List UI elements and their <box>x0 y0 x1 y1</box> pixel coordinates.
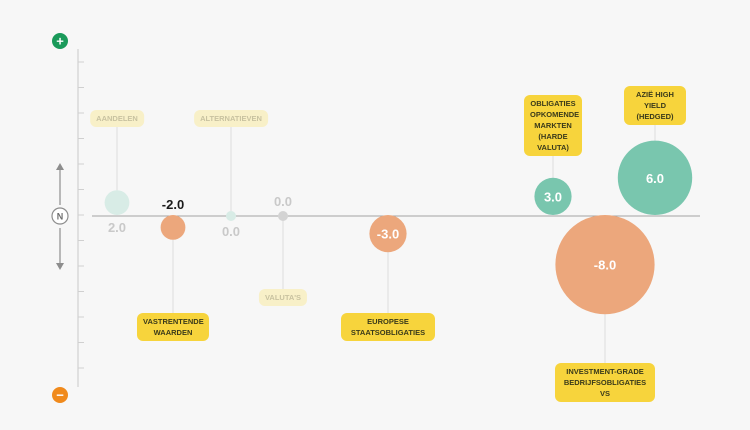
bubble-4 <box>369 215 407 253</box>
category-label-2: ALTERNATIEVEN <box>194 110 268 127</box>
category-label-5: OBLIGATIES OPKOMENDE MARKTEN (HARDE VALU… <box>524 95 582 156</box>
bubble-7 <box>617 140 693 215</box>
bubble-2 <box>226 211 236 221</box>
bubble-3 <box>278 211 288 221</box>
category-label-0: AANDELEN <box>90 110 144 127</box>
minus-label: − <box>56 388 64 403</box>
plus-icon <box>52 33 68 49</box>
data-label-7: 6.0 <box>646 171 664 186</box>
bubble-1 <box>160 215 186 240</box>
bubble-6 <box>555 215 655 315</box>
minus-icon <box>52 387 68 403</box>
bubble-0 <box>104 190 130 216</box>
neutral-label: N <box>57 212 64 222</box>
plus-label: + <box>56 34 64 49</box>
neutral-icon <box>51 207 69 225</box>
category-label-6: INVESTMENT-GRADE BEDRIJFSOBLIGATIES VS <box>555 363 655 402</box>
up-arrow-head-icon <box>56 163 64 170</box>
data-label-0: 2.0 <box>108 220 126 235</box>
category-label-3: VALUTA'S <box>258 289 308 306</box>
bubble-5 <box>534 177 572 215</box>
down-arrow-head-icon <box>56 263 64 270</box>
category-label-4: EUROPESE STAATSOBLIGATIES <box>341 313 435 341</box>
data-label-6: -8.0 <box>594 258 616 273</box>
data-label-5: 3.0 <box>544 189 562 204</box>
category-label-7: AZIË HIGH YIELD (HEDGED) <box>624 86 686 125</box>
data-label-2: 0.0 <box>222 224 240 239</box>
data-label-4: -3.0 <box>377 227 399 242</box>
category-label-1: VASTRENTENDE WAARDEN <box>137 313 209 341</box>
data-label-3: 0.0 <box>274 194 292 209</box>
data-label-1: -2.0 <box>162 197 184 212</box>
